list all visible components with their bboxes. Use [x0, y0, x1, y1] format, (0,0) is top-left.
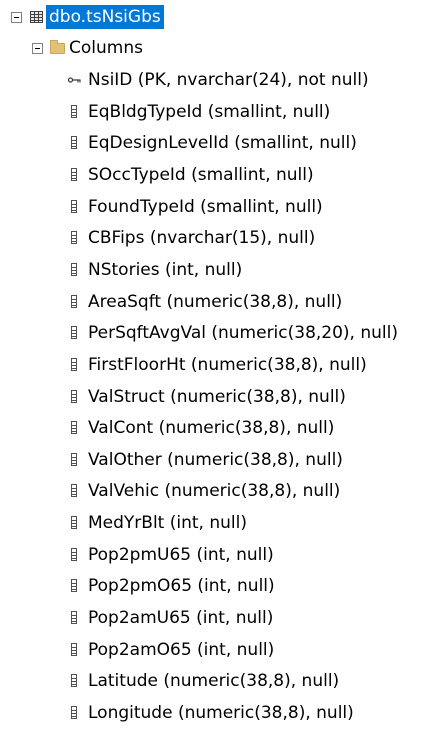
column-label[interactable]: Pop2pmO65 (int, null)	[88, 576, 275, 597]
tree-node-column[interactable]: MedYrBlt (int, null)	[0, 508, 425, 538]
column-icon	[71, 262, 77, 276]
tree-node-column[interactable]: ValStruct (numeric(38,8), null)	[0, 382, 425, 412]
column-label[interactable]: ValOther (numeric(38,8), null)	[88, 449, 343, 470]
tree-node-columns-folder[interactable]: Columns	[0, 33, 425, 63]
table-icon	[30, 11, 43, 23]
tree-node-column[interactable]: NStories (int, null)	[0, 255, 425, 285]
collapse-toggle-icon[interactable]	[32, 43, 43, 54]
tree-node-column[interactable]: EqDesignLevelId (smallint, null)	[0, 128, 425, 158]
tree-node-column[interactable]: SOccTypeId (smallint, null)	[0, 160, 425, 190]
column-icon	[71, 706, 77, 719]
column-icon	[71, 104, 77, 118]
column-label[interactable]: Longitude (numeric(38,8), null)	[88, 703, 354, 723]
tree-node-column[interactable]: NsiID (PK, nvarchar(24), not null)	[0, 65, 425, 95]
column-label[interactable]: NsiID (PK, nvarchar(24), not null)	[88, 70, 369, 90]
tree-node-column[interactable]: FoundTypeId (smallint, null)	[0, 192, 425, 222]
tree-node-column[interactable]: FirstFloorHt (numeric(38,8), null)	[0, 350, 425, 380]
column-label[interactable]: ValStruct (numeric(38,8), null)	[88, 386, 346, 407]
column-icon	[71, 231, 77, 245]
tree-node-column[interactable]: PerSqftAvgVal (numeric(38,20), null)	[0, 318, 425, 348]
tree-node-column[interactable]: CBFips (nvarchar(15), null)	[0, 223, 425, 253]
collapse-toggle-icon[interactable]	[11, 12, 22, 23]
column-icon	[71, 326, 77, 340]
tree-node-column[interactable]: Pop2amO65 (int, null)	[0, 635, 425, 665]
column-label[interactable]: FirstFloorHt (numeric(38,8), null)	[88, 354, 367, 375]
column-icon	[71, 357, 77, 371]
column-label[interactable]: MedYrBlt (int, null)	[88, 513, 247, 534]
column-icon	[71, 516, 77, 530]
tree-node-column[interactable]: Latitude (numeric(38,8), null)	[0, 666, 425, 696]
column-label[interactable]: PerSqftAvgVal (numeric(38,20), null)	[88, 323, 398, 344]
folder-icon	[50, 40, 65, 54]
column-label[interactable]: SOccTypeId (smallint, null)	[88, 164, 314, 185]
column-icon	[71, 579, 77, 593]
column-label[interactable]: Latitude (numeric(38,8), null)	[88, 671, 340, 692]
column-label[interactable]: Pop2amO65 (int, null)	[88, 639, 275, 660]
column-label[interactable]: AreaSqft (numeric(38,8), null)	[88, 291, 343, 312]
tree-node-column[interactable]: Pop2pmO65 (int, null)	[0, 571, 425, 601]
tree-node-column[interactable]: Pop2pmU65 (int, null)	[0, 540, 425, 570]
tree-node-column[interactable]: ValVehic (numeric(38,8), null)	[0, 476, 425, 506]
tree-node-column[interactable]: Longitude (numeric(38,8), null)	[0, 698, 425, 728]
folder-label[interactable]: Columns	[69, 38, 143, 58]
column-icon	[71, 167, 77, 181]
column-label[interactable]: Pop2amU65 (int, null)	[88, 608, 274, 629]
column-icon	[71, 452, 77, 466]
column-icon	[71, 674, 77, 688]
tree-node-column[interactable]: EqBldgTypeId (smallint, null)	[0, 97, 425, 127]
column-label[interactable]: ValCont (numeric(38,8), null)	[88, 418, 335, 439]
column-label[interactable]: ValVehic (numeric(38,8), null)	[88, 481, 341, 502]
tree-node-table[interactable]: dbo.tsNsiGbs	[0, 2, 425, 32]
tree-node-column[interactable]: ValOther (numeric(38,8), null)	[0, 445, 425, 475]
column-icon	[71, 199, 77, 213]
column-icon	[71, 484, 77, 498]
column-icon	[71, 642, 77, 656]
column-icon	[71, 136, 77, 150]
tree-node-column[interactable]: Pop2amU65 (int, null)	[0, 603, 425, 633]
column-label[interactable]: Pop2pmU65 (int, null)	[88, 544, 274, 565]
column-icon	[71, 389, 77, 403]
tree-node-column[interactable]: ValCont (numeric(38,8), null)	[0, 413, 425, 443]
column-label[interactable]: CBFips (nvarchar(15), null)	[88, 228, 316, 249]
tree-node-column[interactable]: AreaSqft (numeric(38,8), null)	[0, 287, 425, 317]
column-icon	[71, 294, 77, 308]
column-label[interactable]: NStories (int, null)	[88, 259, 243, 280]
table-name-label[interactable]: dbo.tsNsiGbs	[46, 5, 164, 29]
column-icon	[71, 611, 77, 625]
column-label[interactable]: EqDesignLevelId (smallint, null)	[88, 133, 357, 154]
column-icon	[71, 547, 77, 561]
column-label[interactable]: FoundTypeId (smallint, null)	[88, 196, 323, 217]
column-icon	[71, 421, 77, 435]
key-icon	[68, 77, 81, 83]
column-label[interactable]: EqBldgTypeId (smallint, null)	[88, 101, 331, 122]
